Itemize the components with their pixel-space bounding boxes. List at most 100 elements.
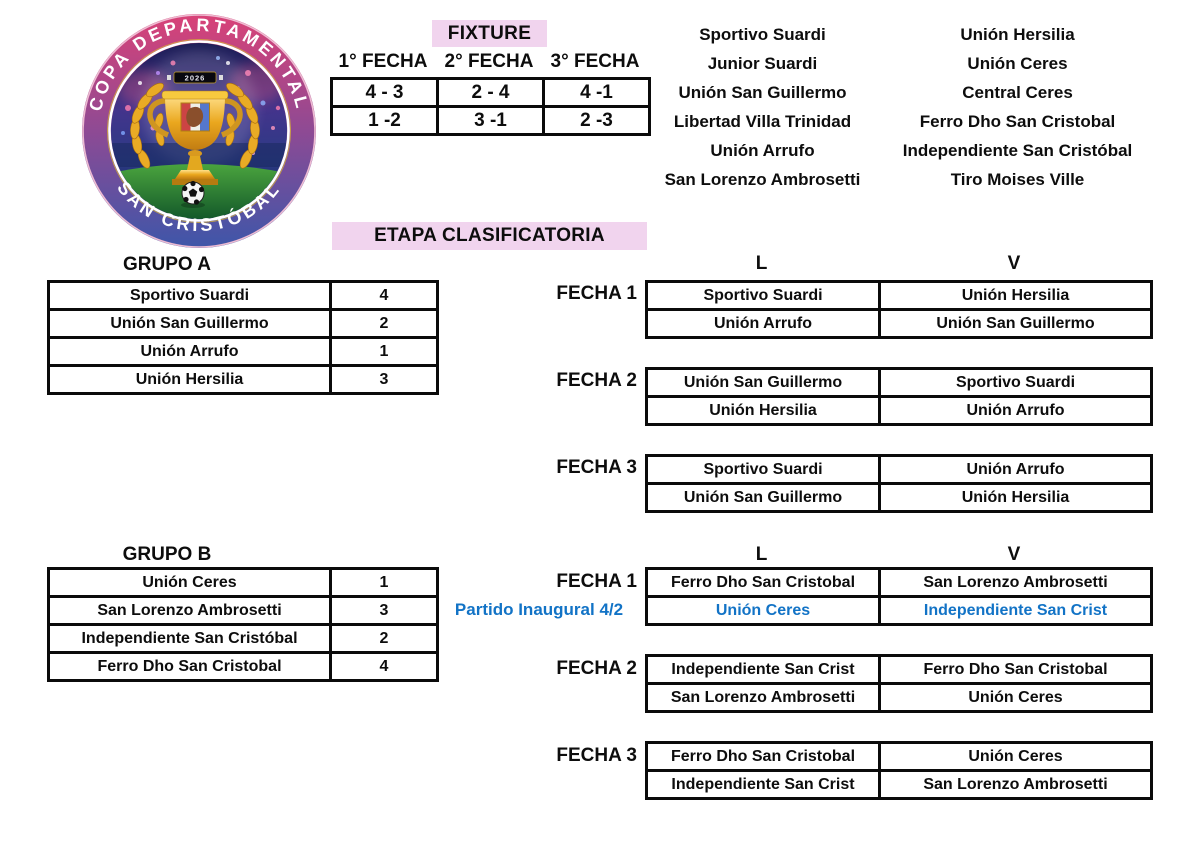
score-cell: 4 - 3 [330,77,439,108]
standings-team: Unión Arrufo [47,336,332,367]
score-cell: 2 -3 [542,105,651,136]
standings-row: Unión Hersilia 3 [47,364,439,395]
home-team: Unión Hersilia [645,395,881,426]
standings-row: San Lorenzo Ambrosetti 3 [47,595,439,626]
group-a-fecha-3-table: Sportivo Suardi Unión Arrufo Unión San G… [645,454,1153,513]
standings-team: Unión San Guillermo [47,308,332,339]
away-team: Unión Ceres [878,741,1153,772]
team-name: Independiente San Cristóbal [902,141,1133,160]
stage-title: ETAPA CLASIFICATORIA [332,222,647,250]
standings-team: Ferro Dho San Cristobal [47,651,332,682]
home-team: Unión San Guillermo [645,367,881,398]
fixture-score-row: 4 - 3 2 - 4 4 -1 [330,77,651,108]
trophy-shield [180,102,210,132]
fixture-score-table: 4 - 3 2 - 4 4 -1 1 -2 3 -1 2 -3 [330,77,651,136]
standings-row: Ferro Dho San Cristobal 4 [47,651,439,682]
group-b-fecha-1-label: FECHA 1 [556,571,637,592]
team-name: Tiro Moises Ville [950,170,1085,189]
team-name: Ferro Dho San Cristobal [919,112,1116,131]
match-row: Independiente San Crist San Lorenzo Ambr… [645,769,1153,800]
fixture-col-3: 3° FECHA [550,51,640,72]
home-team: Unión San Guillermo [645,482,881,513]
team-name: San Lorenzo Ambrosetti [664,170,861,189]
standings-number: 3 [329,364,439,395]
group-b-fecha-3-table: Ferro Dho San Cristobal Unión Ceres Inde… [645,741,1153,800]
home-team: San Lorenzo Ambrosetti [645,682,881,713]
away-team: Unión Arrufo [878,395,1153,426]
group-a-standings-table: Sportivo Suardi 4 Unión San Guillermo 2 … [47,280,439,395]
group-b-fecha-2-table: Independiente San Crist Ferro Dho San Cr… [645,654,1153,713]
team-name: Unión Ceres [967,54,1068,73]
team-name: Unión San Guillermo [678,83,847,102]
team-name: Unión Hersilia [960,25,1075,44]
away-team: San Lorenzo Ambrosetti [878,769,1153,800]
standings-team: Unión Ceres [47,567,332,598]
standings-team: Sportivo Suardi [47,280,332,311]
score-cell: 1 -2 [330,105,439,136]
team-name: Unión Arrufo [710,141,815,160]
match-row: Ferro Dho San Cristobal Unión Ceres [645,741,1153,772]
standings-row: Unión San Guillermo 2 [47,308,439,339]
home-team: Independiente San Crist [645,769,881,800]
match-row: Unión San Guillermo Sportivo Suardi [645,367,1153,398]
group-b-title: GRUPO B [122,544,212,565]
team-name: Sportivo Suardi [699,25,826,44]
standings-row: Independiente San Cristóbal 2 [47,623,439,654]
home-column-header-a: L [755,253,768,274]
group-b-fecha-2-label: FECHA 2 [556,658,637,679]
score-cell: 2 - 4 [436,77,545,108]
group-b-standings-table: Unión Ceres 1 San Lorenzo Ambrosetti 3 I… [47,567,439,682]
group-a-fecha-3-label: FECHA 3 [556,457,637,478]
home-column-header-b: L [755,544,768,565]
standings-team: Independiente San Cristóbal [47,623,332,654]
fixture-col-1: 1° FECHA [338,51,428,72]
group-b-fecha-3-label: FECHA 3 [556,745,637,766]
away-column-header-a: V [1007,253,1021,274]
match-row: Sportivo Suardi Unión Hersilia [645,280,1153,311]
standings-number: 1 [329,336,439,367]
group-a-fecha-1-table: Sportivo Suardi Unión Hersilia Unión Arr… [645,280,1153,339]
standings-team: San Lorenzo Ambrosetti [47,595,332,626]
away-team: San Lorenzo Ambrosetti [878,567,1153,598]
score-cell: 3 -1 [436,105,545,136]
match-row: Sportivo Suardi Unión Arrufo [645,454,1153,485]
tournament-logo-badge: 2026 COPA DEPARTAMENTAL [82,14,316,248]
match-row: Unión Hersilia Unión Arrufo [645,395,1153,426]
standings-number: 1 [329,567,439,598]
standings-number: 4 [329,280,439,311]
standings-row: Unión Arrufo 1 [47,336,439,367]
standings-number: 3 [329,595,439,626]
standings-row: Unión Ceres 1 [47,567,439,598]
away-team: Ferro Dho San Cristobal [878,654,1153,685]
standings-number: 2 [329,623,439,654]
away-team: Unión Arrufo [878,454,1153,485]
home-team: Unión Arrufo [645,308,881,339]
group-a-fecha-2-table: Unión San Guillermo Sportivo Suardi Unió… [645,367,1153,426]
home-team: Ferro Dho San Cristobal [645,741,881,772]
group-a-title: GRUPO A [123,254,211,275]
home-team: Sportivo Suardi [645,454,881,485]
year-plaque: 2026 [167,71,223,84]
fixture-score-row: 1 -2 3 -1 2 -3 [330,105,651,136]
fixture-title: FIXTURE [432,20,547,47]
standings-number: 2 [329,308,439,339]
soccer-ball-icon [181,180,205,208]
standings-row: Sportivo Suardi 4 [47,280,439,311]
team-list-right: Unión Hersilia Unión Ceres Central Ceres… [885,20,1150,194]
inaugural-match-note: Partido Inaugural 4/2 [454,600,624,619]
match-row: Unión San Guillermo Unión Hersilia [645,482,1153,513]
team-name: Junior Suardi [707,54,818,73]
group-a-fecha-1-label: FECHA 1 [556,283,637,304]
match-row: Ferro Dho San Cristobal San Lorenzo Ambr… [645,567,1153,598]
away-team: Independiente San Crist [878,595,1153,626]
away-team: Unión Hersilia [878,482,1153,513]
standings-number: 4 [329,651,439,682]
fixture-col-2: 2° FECHA [444,51,534,72]
team-list-left: Sportivo Suardi Junior Suardi Unión San … [640,20,885,194]
team-name: Libertad Villa Trinidad [673,112,852,131]
match-row: San Lorenzo Ambrosetti Unión Ceres [645,682,1153,713]
score-cell: 4 -1 [542,77,651,108]
away-column-header-b: V [1007,544,1021,565]
team-name: Central Ceres [962,83,1073,102]
